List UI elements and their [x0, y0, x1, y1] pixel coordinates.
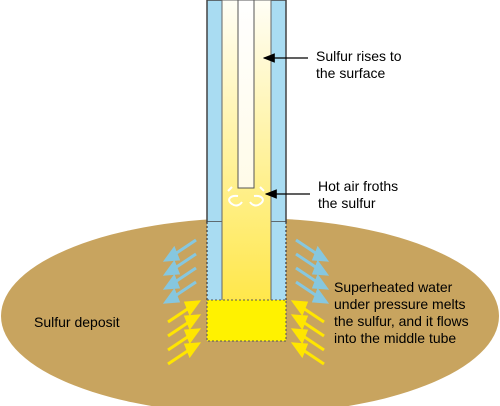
label-superheated-line4: into the middle tube	[334, 330, 457, 346]
label-hot-air-line2: the sulfur	[318, 195, 376, 211]
label-superheated-line2: under pressure melts	[334, 296, 466, 312]
air-tube	[237, 0, 255, 189]
sulfur-arrows-left	[167, 300, 202, 366]
froth-arrows	[227, 186, 265, 207]
label-sulfur-deposit-text: Sulfur deposit	[34, 314, 120, 330]
label-sulfur-rises: Sulfur rises to the surface	[316, 48, 402, 82]
sulfur-arrows-right	[290, 300, 325, 366]
label-superheated-water: Superheated water under pressure melts t…	[334, 279, 469, 347]
water-arrows-left	[162, 238, 197, 304]
water-arrows-right	[295, 238, 330, 304]
label-superheated-line1: Superheated water	[334, 279, 453, 295]
label-sulfur-rises-line2: the surface	[316, 65, 386, 81]
melt-pool	[206, 299, 287, 342]
label-sulfur-rises-line1: Sulfur rises to	[316, 48, 402, 64]
label-hot-air-line1: Hot air froths	[318, 178, 399, 194]
label-sulfur-deposit: Sulfur deposit	[34, 314, 120, 331]
label-hot-air: Hot air froths the sulfur	[318, 178, 398, 212]
label-superheated-line3: the sulfur, and it flows	[334, 313, 469, 329]
